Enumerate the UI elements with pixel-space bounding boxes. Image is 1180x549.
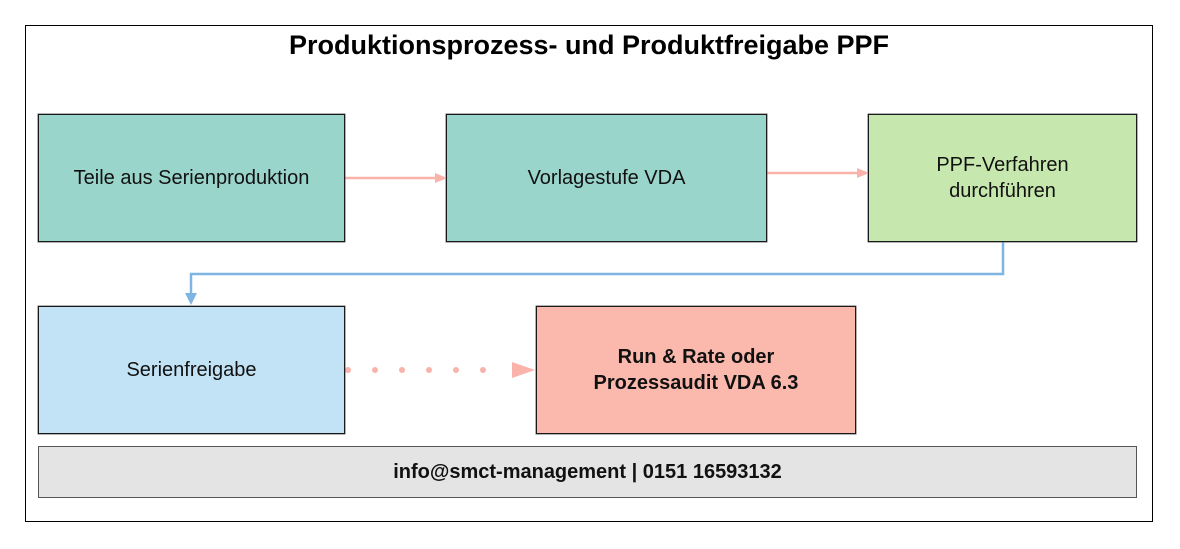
node-vorlagestufe-vda[interactable]: Vorlagestufe VDA xyxy=(446,114,767,242)
diagram-frame xyxy=(25,25,1153,522)
node-label-line: Serienfreigabe xyxy=(126,359,257,381)
node-label-line: PPF-Verfahren xyxy=(936,154,1069,176)
node-label-line: Vorlagestufe VDA xyxy=(527,167,686,189)
node-label-line: Prozessaudit VDA 6.3 xyxy=(593,372,799,394)
node-serienfreigabe[interactable]: Serienfreigabe xyxy=(38,306,345,434)
contact-footer: info@smct-management | 0151 16593132 xyxy=(38,446,1137,498)
node-label-line: Teile aus Serienproduktion xyxy=(73,167,310,189)
node-run-and-rate[interactable]: Run & Rate oder Prozessaudit VDA 6.3 xyxy=(536,306,856,434)
node-label-line: Run & Rate oder xyxy=(617,346,775,368)
node-label-line: durchführen xyxy=(949,180,1056,202)
diagram-title: Produktionsprozess- und Produktfreigabe … xyxy=(288,30,890,60)
node-ppf-verfahren[interactable]: PPF-Verfahren durchführen xyxy=(868,114,1137,242)
node-teile-aus-serienproduktion[interactable]: Teile aus Serienproduktion xyxy=(38,114,345,242)
